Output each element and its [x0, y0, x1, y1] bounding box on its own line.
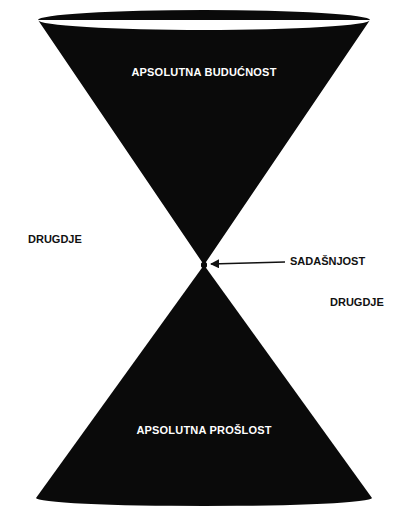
leader-line — [211, 262, 285, 264]
region-label: DRUGDJE — [28, 233, 82, 245]
cone-shape — [36, 8, 372, 268]
cone-fill — [36, 265, 372, 506]
apex-dot — [201, 262, 207, 268]
apex-dot — [201, 262, 207, 268]
cone-shape — [34, 262, 374, 508]
cone-title: APSOLUTNA PROŠLOST — [136, 424, 271, 436]
region-label: DRUGDJE — [330, 296, 384, 308]
cone-title: APSOLUTNA BUDUĆNOST — [131, 66, 276, 78]
light-cone: APSOLUTNA BUDUĆNOST — [36, 8, 372, 268]
cone-fill — [38, 10, 370, 265]
pointer-label: SADAŠNJOST — [290, 255, 365, 267]
light-cone: APSOLUTNA PROŠLOST — [34, 262, 374, 508]
